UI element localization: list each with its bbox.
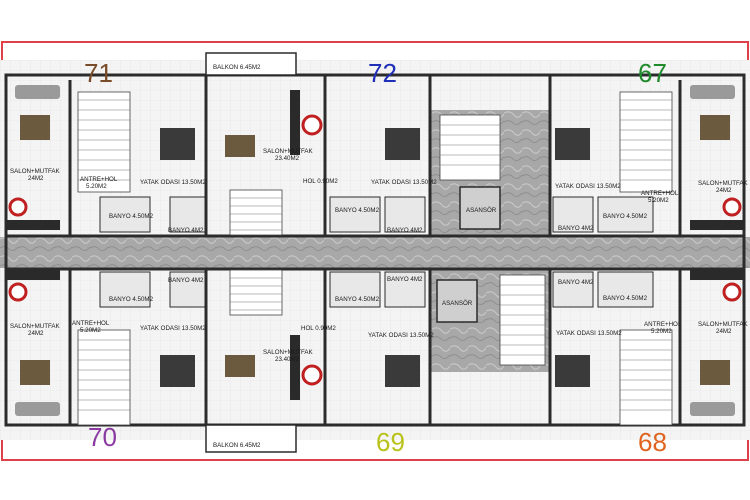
antre-area-71: 5.20M2: [86, 183, 107, 190]
banyo450-label-69: BANYO 4.50M2: [335, 296, 380, 303]
salon-label-69: SALON+MUTFAK: [263, 349, 314, 356]
furniture: [5, 85, 745, 416]
yatak-label-72: YATAK ODASI 13.50M2: [371, 179, 437, 186]
hol-label-72: HOL 0.90M2: [303, 178, 338, 185]
unit-number-69: 69: [376, 427, 405, 457]
salon-label-68: SALON+MUTFAK: [698, 321, 749, 328]
banyo4-label-69: BANYO 4M2: [387, 276, 423, 283]
salon-label-70: SALON+MUTFAK: [10, 323, 61, 330]
elevator-label-bottom: ASANSÖR: [442, 300, 473, 307]
balcony-label-bottom: BALKON 6.45M2: [213, 442, 261, 449]
elevator-label-top: ASANSÖR: [466, 207, 497, 214]
salon-area-71: 24M2: [28, 175, 44, 182]
hol-label-69: HOL 0.90M2: [301, 325, 336, 332]
antre-area-68: 5.20M2: [651, 328, 672, 335]
antre-area-70: 5.20M2: [80, 327, 101, 334]
elevator-bottom: [436, 279, 478, 323]
salon-label-72: SALON+MUTFAK: [263, 148, 314, 155]
banyo4-label-70: BANYO 4M2: [168, 277, 204, 284]
unit-number-70: 70: [88, 422, 117, 452]
salon-area-67: 24M2: [716, 187, 732, 194]
balcony-bottom: [205, 424, 297, 453]
stairs: [77, 91, 673, 426]
unit-number-67: 67: [638, 58, 667, 88]
balcony-top: [205, 52, 297, 76]
unit-number-71: 71: [84, 58, 113, 88]
banyo450-label-67: BANYO 4.50M2: [603, 213, 648, 220]
antre-label-70: ANTRE+HOL: [72, 320, 110, 327]
salon-label-71: SALON+MUTFAK: [10, 168, 61, 175]
salon-area-68: 24M2: [716, 328, 732, 335]
banyo4-label-72: BANYO 4M2: [387, 227, 423, 234]
unit-number-72: 72: [368, 58, 397, 88]
antre-area-67: 5.20M2: [648, 197, 669, 204]
salon-area-69: 23.40M2: [275, 356, 300, 363]
main-corridor: [0, 237, 750, 268]
banyo4-label-68: BANYO 4M2: [558, 279, 594, 286]
banyo4-label-71: BANYO 4M2: [168, 227, 204, 234]
stair-steps: [78, 99, 672, 411]
elevator-top: [459, 186, 501, 230]
yatak-label-69: YATAK ODASI 13.50M2: [368, 332, 434, 339]
bathroom-fixtures: [99, 196, 654, 308]
yatak-label-67: YATAK ODASI 13.50M2: [555, 183, 621, 190]
antre-label-67: ANTRE+HOL: [641, 190, 679, 197]
salon-label-67: SALON+MUTFAK: [698, 180, 749, 187]
salon-area-72: 23.40M2: [275, 155, 300, 162]
yatak-label-70: YATAK ODASI 13.50M2: [140, 325, 206, 332]
yatak-label-68: YATAK ODASI 13.50M2: [556, 330, 622, 337]
banyo450-label-70: BANYO 4.50M2: [109, 296, 154, 303]
banyo450-label-68: BANYO 4.50M2: [603, 295, 648, 302]
banyo4-label-67: BANYO 4M2: [558, 225, 594, 232]
antre-label-68: ANTRE+HOL: [644, 321, 682, 328]
banyo450-label-71: BANYO 4.50M2: [109, 213, 154, 220]
banyo450-label-72: BANYO 4.50M2: [335, 207, 380, 214]
walls: [4, 73, 746, 427]
balcony-label-top: BALKON 6.45M2: [213, 64, 261, 71]
yatak-label-71: YATAK ODASI 13.50M2: [140, 179, 206, 186]
antre-label-71: ANTRE+HOL: [80, 176, 118, 183]
unit-number-68: 68: [638, 427, 667, 457]
salon-area-70: 24M2: [28, 330, 44, 337]
